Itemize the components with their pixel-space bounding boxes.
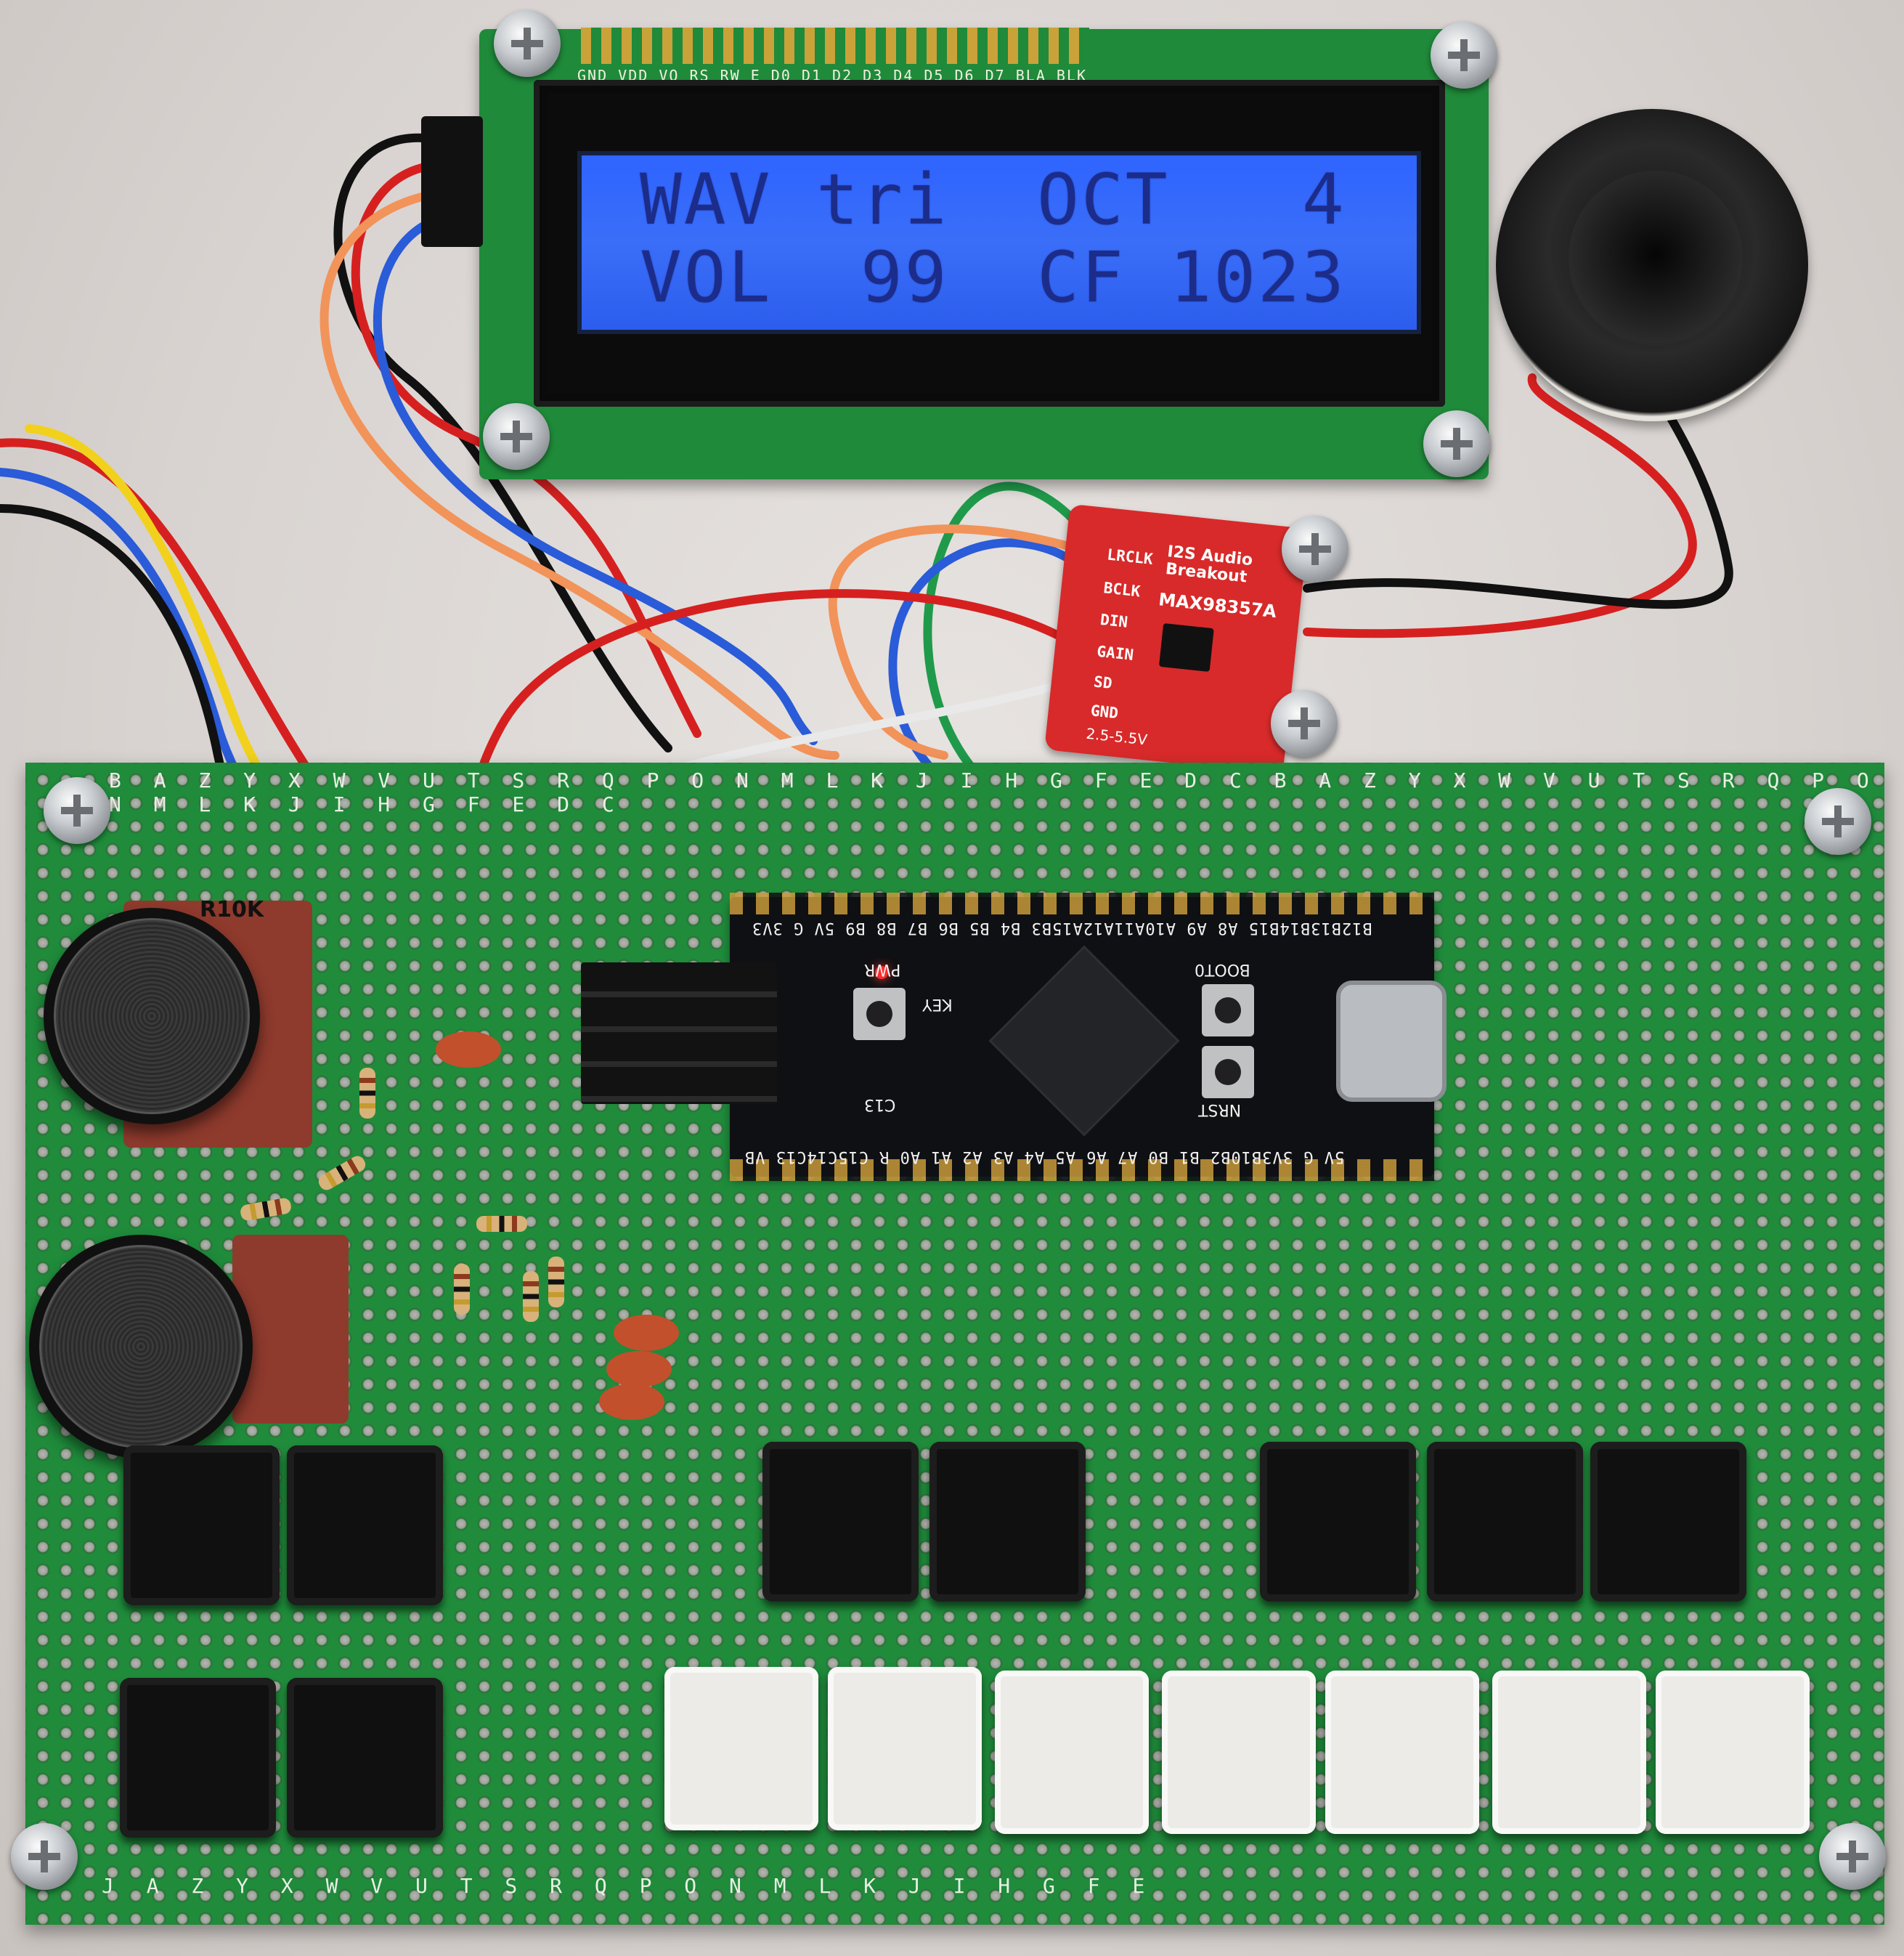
key-button[interactable]: [853, 988, 906, 1040]
screw-icon: [1282, 516, 1348, 583]
cutoff-knob[interactable]: [29, 1235, 253, 1458]
i2s-voltage-label: 2.5-5.5V: [1085, 724, 1149, 749]
perfboard-row-letters-bottom: J A Z Y X W V U T S R Q P O N M L K J I …: [102, 1874, 1155, 1898]
mcu-boot-label: BOOT0: [1195, 960, 1250, 978]
resistor: [523, 1271, 539, 1322]
i2s-pin-label: GND: [1089, 702, 1120, 723]
ceramic-capacitor: [436, 1031, 501, 1068]
resistor: [548, 1257, 564, 1307]
white-key[interactable]: [995, 1671, 1149, 1834]
perfboard-row-letters-top: B A Z Y X W V U T S R Q P O N M L K J I …: [109, 768, 1879, 816]
wire-black-speaker: [1303, 388, 1733, 609]
lcd-screen: WAV tri OCT 4 VOL 99 CF 1023: [577, 151, 1421, 334]
volume-knob[interactable]: [44, 908, 260, 1124]
black-key[interactable]: [123, 1445, 280, 1605]
resistor: [359, 1068, 375, 1119]
screw-icon: [483, 403, 550, 470]
black-key[interactable]: [762, 1442, 919, 1602]
i2c-connector: [421, 116, 483, 247]
white-key[interactable]: [1162, 1671, 1316, 1834]
screw-icon: [1271, 690, 1338, 757]
i2s-title: I2S Audio Breakout: [1165, 543, 1254, 587]
mcu-key-label: KEY: [922, 995, 953, 1013]
screw-icon: [1805, 788, 1871, 855]
resistor: [476, 1216, 527, 1232]
potentiometer-label: R10K: [200, 897, 264, 922]
wire-red-speaker: [1303, 373, 1697, 638]
wire-orange-lcd: [320, 192, 839, 760]
mcu-pin-labels-top: B12B13B14B15 A8 A9 A10A11A12A15B3 B4 B5 …: [752, 919, 1372, 937]
black-key[interactable]: [287, 1678, 443, 1838]
mcu-pin-header-bottom: [730, 1159, 1434, 1181]
black-key[interactable]: [1427, 1442, 1583, 1602]
white-key[interactable]: [828, 1667, 982, 1830]
nrst-button[interactable]: [1202, 1046, 1254, 1098]
usb-c-port[interactable]: [1336, 981, 1447, 1102]
ceramic-capacitor: [599, 1384, 664, 1420]
black-key[interactable]: [287, 1445, 443, 1605]
i2s-pin-label: LRCLK: [1106, 545, 1154, 568]
wire-black-lcd: [333, 133, 672, 752]
i2s-pin-label: GAIN: [1096, 642, 1135, 664]
i2s-amplifier-ic: [1158, 623, 1214, 673]
white-key[interactable]: [1656, 1671, 1810, 1834]
screw-icon: [494, 10, 561, 77]
power-led: [875, 966, 888, 979]
i2s-chip-name: MAX98357A: [1158, 589, 1278, 622]
i2s-audio-breakout: LRCLK BCLK DIN GAIN SD GND I2S Audio Bre…: [1044, 503, 1309, 775]
mcu-pin-labels-bottom: 5V G 3V3B10B2 B1 B0 A7 A6 A5 A4 A3 A2 A1…: [744, 1148, 1345, 1166]
lcd-pin-header: [581, 28, 1089, 64]
lcd-line-1: WAV tri OCT 4: [640, 159, 1346, 240]
black-key[interactable]: [1260, 1442, 1416, 1602]
mcu-pwr-label: PWR: [864, 960, 901, 978]
i2s-pin-label: SD: [1093, 673, 1113, 693]
resistor: [454, 1264, 470, 1315]
mcu-pin-header-top: [730, 893, 1434, 914]
ceramic-capacitor: [606, 1351, 672, 1387]
black-key[interactable]: [120, 1678, 276, 1838]
screw-icon: [1431, 22, 1497, 89]
screw-icon: [44, 777, 110, 844]
i2s-pin-label: BCLK: [1102, 579, 1142, 601]
ceramic-capacitor: [614, 1315, 679, 1351]
wire-blue-lcd: [373, 221, 818, 745]
black-key[interactable]: [1590, 1442, 1746, 1602]
white-key[interactable]: [1492, 1671, 1646, 1834]
mcu-nrst-label: NRST: [1198, 1100, 1242, 1119]
screw-icon: [1423, 410, 1490, 477]
white-key[interactable]: [1325, 1671, 1479, 1834]
jumper-connector-housing: [581, 962, 777, 1104]
mcu-c13-label: C13: [864, 1095, 896, 1113]
i2s-pin-label: DIN: [1099, 610, 1129, 631]
speaker-cone: [1569, 171, 1743, 345]
boot0-button[interactable]: [1202, 984, 1254, 1036]
screw-icon: [1819, 1823, 1886, 1890]
white-key[interactable]: [664, 1667, 818, 1830]
black-key[interactable]: [929, 1442, 1086, 1602]
potentiometer-body: [232, 1235, 349, 1424]
lcd-line-2: VOL 99 CF 1023: [640, 237, 1346, 318]
screw-icon: [11, 1823, 78, 1890]
